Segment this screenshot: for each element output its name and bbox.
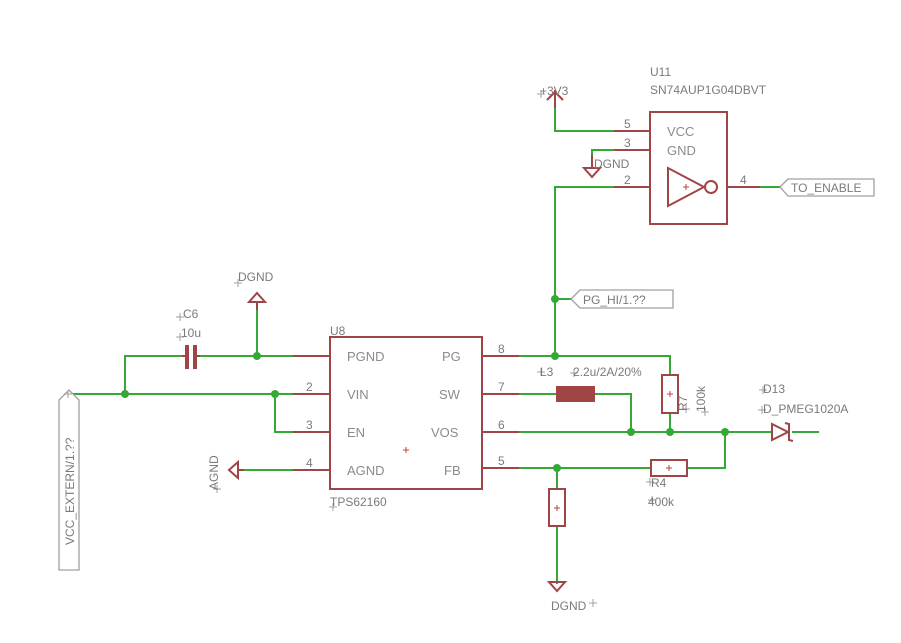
dgnd-top-label: DGND	[238, 270, 274, 284]
dgnd-bottom-label: DGND	[551, 599, 587, 613]
u8-pin-5-num: 5	[498, 454, 505, 468]
u8-pin-pg-label: PG	[442, 349, 461, 364]
junction-dot	[666, 428, 674, 436]
u11-pin-5-num: 5	[624, 117, 631, 131]
u8-pin-sw-label: SW	[439, 387, 461, 402]
supply-3v3-symbol[interactable]: +3V3	[537, 84, 569, 108]
u8-pin-agnd-label: AGND	[347, 463, 385, 478]
junction-dot	[627, 428, 635, 436]
net-label-pg-hi[interactable]: PG_HI/1.??	[570, 289, 674, 309]
agnd-label: AGND	[207, 455, 221, 490]
dgnd-top-symbol[interactable]: DGND	[234, 270, 274, 310]
l3-name: L3	[540, 365, 554, 379]
c6-value: 10u	[181, 326, 201, 340]
net-label-to-enable[interactable]: TO_ENABLE	[779, 178, 875, 197]
c6-capacitor[interactable]: C6 10u	[176, 307, 201, 369]
d13-name: D13	[763, 382, 785, 396]
u8-pin-pgnd-label: PGND	[347, 349, 385, 364]
u8-pin-2-num: 2	[306, 380, 313, 394]
r4-value: 400k	[648, 495, 675, 509]
junction-dot	[551, 295, 559, 303]
supply-3v3-label: +3V3	[540, 84, 569, 98]
u11-value: SN74AUP1G04DBVT	[650, 83, 767, 97]
vcc-extern-text: VCC_EXTERN/1.??	[63, 437, 77, 545]
u8-regulator[interactable]: PGND VIN EN AGND PG SW VOS FB 2 3 4 8 7 …	[293, 324, 519, 511]
to-enable-text: TO_ENABLE	[791, 181, 861, 195]
u8-pin-6-num: 6	[498, 418, 505, 432]
u11-inverter[interactable]: 5 3 2 4 VCC GND U11 SN74AUP1G04DBVT	[614, 65, 767, 225]
junction-dot	[721, 428, 729, 436]
u8-pin-vin-label: VIN	[347, 387, 369, 402]
r7-value: 100k	[694, 385, 708, 412]
u8-pin-3-num: 3	[306, 418, 313, 432]
u8-pin-8-num: 8	[498, 342, 505, 356]
c6-name: C6	[183, 307, 199, 321]
l3-inductor[interactable]: L3 2.2u/2A/20%	[537, 365, 642, 402]
u8-pin-vos-label: VOS	[431, 425, 459, 440]
agnd-symbol[interactable]: AGND	[207, 455, 244, 493]
u8-pin-fb-label: FB	[444, 463, 461, 478]
d13-diode[interactable]: D13 D_PMEG1020A	[758, 382, 848, 442]
dgnd-u11-label: DGND	[594, 157, 630, 171]
u11-pin-2-num: 2	[624, 173, 631, 187]
u8-pin-en-label: EN	[347, 425, 365, 440]
r7-name: R7	[676, 395, 690, 411]
u8-pin-7-num: 7	[498, 380, 505, 394]
u11-pin-4-num: 4	[740, 173, 747, 187]
net-label-vcc-extern[interactable]: VCC_EXTERN/1.??	[58, 389, 80, 571]
u11-pin-3-num: 3	[624, 136, 631, 150]
junction-dot	[121, 390, 129, 398]
r4-name: R4	[651, 476, 667, 490]
u11-pin-vcc-label: VCC	[667, 124, 694, 139]
wires	[69, 99, 819, 584]
r7-resistor[interactable]: R7 100k	[661, 374, 709, 416]
junction-dot	[253, 352, 261, 360]
junction-dot	[551, 352, 559, 360]
u8-name: U8	[330, 324, 346, 338]
dgnd-u11-symbol[interactable]: DGND	[581, 155, 630, 179]
d13-value: D_PMEG1020A	[763, 402, 848, 416]
fb-bottom-resistor[interactable]	[548, 488, 566, 527]
u11-name: U11	[650, 65, 671, 79]
l3-value: 2.2u/2A/20%	[573, 365, 642, 379]
r4-resistor[interactable]: R4 400k	[646, 459, 688, 509]
u11-pin-gnd-label: GND	[667, 143, 696, 158]
junction-dot	[271, 390, 279, 398]
pg-hi-text: PG_HI/1.??	[583, 293, 646, 307]
u8-value: TPS62160	[330, 495, 387, 509]
u8-pin-4-num: 4	[306, 456, 313, 470]
junction-dot	[553, 464, 561, 472]
junctions	[121, 295, 729, 472]
dgnd-bottom-symbol[interactable]: DGND	[546, 581, 597, 613]
